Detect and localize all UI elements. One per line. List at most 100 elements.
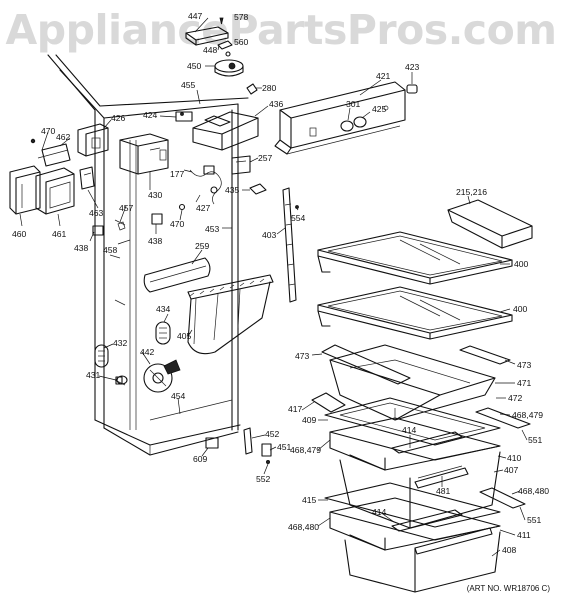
part-426-light-socket	[77, 123, 109, 157]
part-454-baffle	[149, 399, 233, 421]
part-430-bracket	[119, 133, 169, 175]
part-403-shelf-ladder	[282, 187, 299, 303]
callout-458: 458	[103, 245, 118, 255]
part-400-upper-shelf	[317, 231, 513, 285]
part-481-handle	[414, 465, 469, 489]
part-432-vent	[94, 344, 109, 368]
callout-424: 424	[143, 110, 158, 120]
callout-403: 403	[262, 230, 277, 240]
callout-432: 432	[113, 338, 128, 348]
callout-405: 405	[177, 331, 192, 341]
callout-215-216: 215,216	[456, 187, 487, 197]
callout-468-479-lower: 468,479	[290, 445, 321, 455]
part-423-knob	[406, 84, 418, 94]
part-435-sensor	[249, 183, 267, 195]
callout-481: 481	[436, 486, 451, 496]
part-470-screw	[178, 203, 186, 211]
callout-259: 259	[195, 241, 210, 251]
callout-551-lower: 551	[527, 515, 542, 525]
callout-462: 462	[56, 132, 71, 142]
part-468-480-rail	[479, 487, 526, 509]
callout-447: 447	[188, 11, 203, 21]
callout-460: 460	[12, 229, 27, 239]
part-257-damper-control	[231, 155, 251, 175]
callout-427: 427	[196, 203, 211, 213]
callout-400-upper: 400	[514, 259, 529, 269]
part-460-lamp-cover	[9, 165, 41, 215]
callout-461: 461	[52, 229, 67, 239]
part-462-light-shield	[30, 138, 71, 167]
callout-470-lower: 470	[170, 219, 185, 229]
callout-430: 430	[148, 190, 163, 200]
callout-400-lower: 400	[513, 304, 528, 314]
callout-labels: 447 578 448 560 450 280 455 421 423 301 …	[12, 11, 549, 555]
callout-434: 434	[156, 304, 171, 314]
callout-414-lower: 414	[372, 507, 387, 517]
callout-408: 408	[502, 545, 517, 555]
callout-455: 455	[181, 80, 196, 90]
callout-473-right: 473	[517, 360, 532, 370]
part-405-air-duct	[187, 274, 274, 355]
callout-451: 451	[277, 442, 292, 452]
part-472-pan-cover	[324, 397, 501, 446]
part-447-bracket	[185, 17, 229, 46]
part-551-rail-right	[475, 407, 531, 429]
part-471-pan-upper	[329, 344, 496, 421]
callout-472: 472	[508, 393, 523, 403]
callout-473-left: 473	[295, 351, 310, 361]
part-473-slide-rail-right	[459, 345, 511, 365]
callout-257: 257	[258, 153, 273, 163]
part-400-lower-shelf	[317, 286, 513, 340]
part-417-rail-left	[311, 392, 346, 413]
callout-471: 471	[517, 378, 532, 388]
callout-578: 578	[234, 12, 249, 22]
callout-468-480-upper: 468,480	[518, 486, 549, 496]
callout-560: 560	[234, 37, 249, 47]
part-411-pan-lower	[329, 497, 501, 593]
part-415-shelf-cover	[324, 482, 501, 528]
callout-552: 552	[256, 474, 271, 484]
art-number-note: (ART NO. WR18706 C)	[466, 584, 550, 593]
callout-463: 463	[89, 208, 104, 218]
part-215-216-bin	[447, 199, 533, 249]
callout-454: 454	[171, 391, 186, 401]
callout-442: 442	[140, 347, 155, 357]
callout-551-upper: 551	[528, 435, 543, 445]
part-436-air-duct	[192, 111, 259, 151]
part-431-bulb	[115, 375, 128, 385]
part-461-lamp-cover	[35, 167, 75, 215]
part-414-pan-frame	[391, 431, 463, 454]
callout-435: 435	[225, 185, 240, 195]
callout-431: 431	[86, 370, 101, 380]
callout-417: 417	[288, 404, 303, 414]
part-434-vent	[155, 321, 171, 345]
callout-436: 436	[269, 99, 284, 109]
callout-421: 421	[376, 71, 391, 81]
callout-423: 423	[405, 62, 420, 72]
part-280-clip	[246, 83, 258, 95]
part-421-control-housing	[274, 81, 406, 155]
callout-280: 280	[262, 83, 277, 93]
part-438-clip	[92, 213, 163, 236]
callout-438: 438	[148, 236, 163, 246]
callout-425: 425	[372, 104, 387, 114]
part-259-trim	[143, 257, 211, 293]
callout-457: 457	[119, 203, 134, 213]
callout-554: 554	[291, 213, 306, 223]
part-414-lower-frame	[391, 509, 463, 532]
part-424-switch	[175, 111, 193, 122]
leader-lines	[19, 17, 528, 557]
part-457-insert	[117, 221, 126, 231]
callout-411: 411	[517, 530, 531, 540]
callout-468-479-upper: 468,479	[512, 410, 543, 420]
callout-450: 450	[187, 61, 202, 71]
callout-453: 453	[205, 224, 220, 234]
callout-609: 609	[193, 454, 208, 464]
callout-415: 415	[302, 495, 317, 505]
callout-438-lower: 438	[74, 243, 89, 253]
part-452-hinge	[243, 427, 272, 464]
callout-448: 448	[203, 45, 218, 55]
part-442-fan-assembly	[143, 359, 181, 393]
callout-410: 410	[507, 453, 522, 463]
